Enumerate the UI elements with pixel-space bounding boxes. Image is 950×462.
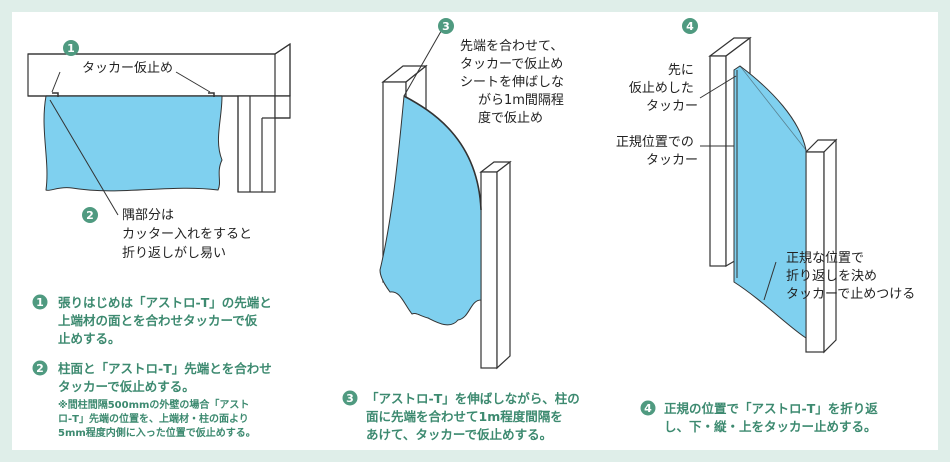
caption-step-1: 1 張りはじめは「アストロ-T」の先端と 上端材の面とを合わせタッカーで仮 止め… xyxy=(32,294,276,346)
sheet-figure-4 xyxy=(733,65,807,339)
svg-text:3: 3 xyxy=(346,392,354,405)
svg-text:※間柱間隔500mmの外壁の場合「アスト ロ-T: ※間柱間隔500mmの外壁の場合「アスト ロ-T」先端の位置を、上端材・柱の面よ… xyxy=(58,398,256,439)
svg-text:2: 2 xyxy=(86,209,94,222)
tacker-mark-left xyxy=(52,92,59,97)
svg-text:2: 2 xyxy=(36,362,44,375)
label-tacker-temp: タッカー仮止め xyxy=(82,61,173,76)
badge-step-1: 1 xyxy=(63,40,79,56)
svg-text:4: 4 xyxy=(686,20,694,33)
svg-text:4: 4 xyxy=(644,402,652,415)
label-regular-tacker: 正規位置での タッカー xyxy=(616,135,698,168)
tacker-mark-right xyxy=(208,92,215,97)
label-fold-fix: 正規な位置で 折り返しを決め タッカーで止めつける xyxy=(786,251,915,302)
caption-step-2: 2 柱面と「アストロ-T」先端とを合わせ タッカーで仮止めする。 ※間柱間隔50… xyxy=(32,360,276,439)
caption-step-3: 3 「アストロ-T」を伸ばしながら、柱の 面に先端を合わせて1m程度間隔を あけ… xyxy=(342,390,584,442)
sheet-figure-1 xyxy=(43,95,223,192)
badge-step-4: 4 xyxy=(682,18,698,34)
svg-text:張りはじめは「アストロ-T」の先端と 上端材の面: 張りはじめは「アストロ-T」の先端と 上端材の面とを合わせタッカーで仮 止めする… xyxy=(58,295,276,346)
label-corner-cut: 隅部分は カッター入れをすると 折り返しがし易い xyxy=(122,208,256,261)
badge-step-3: 3 xyxy=(438,18,454,34)
svg-text:柱面と「アストロ-T」先端とを合わせ タッカーで: 柱面と「アストロ-T」先端とを合わせ タッカーで仮止めする。 xyxy=(58,361,276,394)
svg-text:正規の位置で「アストロ-T」を折り返 し、下・縦: 正規の位置で「アストロ-T」を折り返 し、下・縦・上をタッカー止めする。 xyxy=(664,401,882,434)
label-step3-note: 先端を合わせて、 タッカーで仮止め シートを伸ばしな がら1m間隔程 度で仮止め xyxy=(460,39,568,126)
badge-step-2: 2 xyxy=(82,207,98,223)
figure-1-beam-assembly xyxy=(27,42,291,193)
label-prior-tacker: 先に 仮止めした タッカー xyxy=(629,63,698,114)
caption-step-4: 4 正規の位置で「アストロ-T」を折り返 し、下・縦・上をタッカー止めする。 xyxy=(640,400,882,434)
svg-text:「アストロ-T」を伸ばしながら、柱の 面に先端を: 「アストロ-T」を伸ばしながら、柱の 面に先端を合わせて1m程度間隔を あけて、… xyxy=(366,391,584,442)
svg-text:3: 3 xyxy=(442,20,450,33)
svg-text:1: 1 xyxy=(67,42,75,55)
svg-text:1: 1 xyxy=(36,296,44,309)
